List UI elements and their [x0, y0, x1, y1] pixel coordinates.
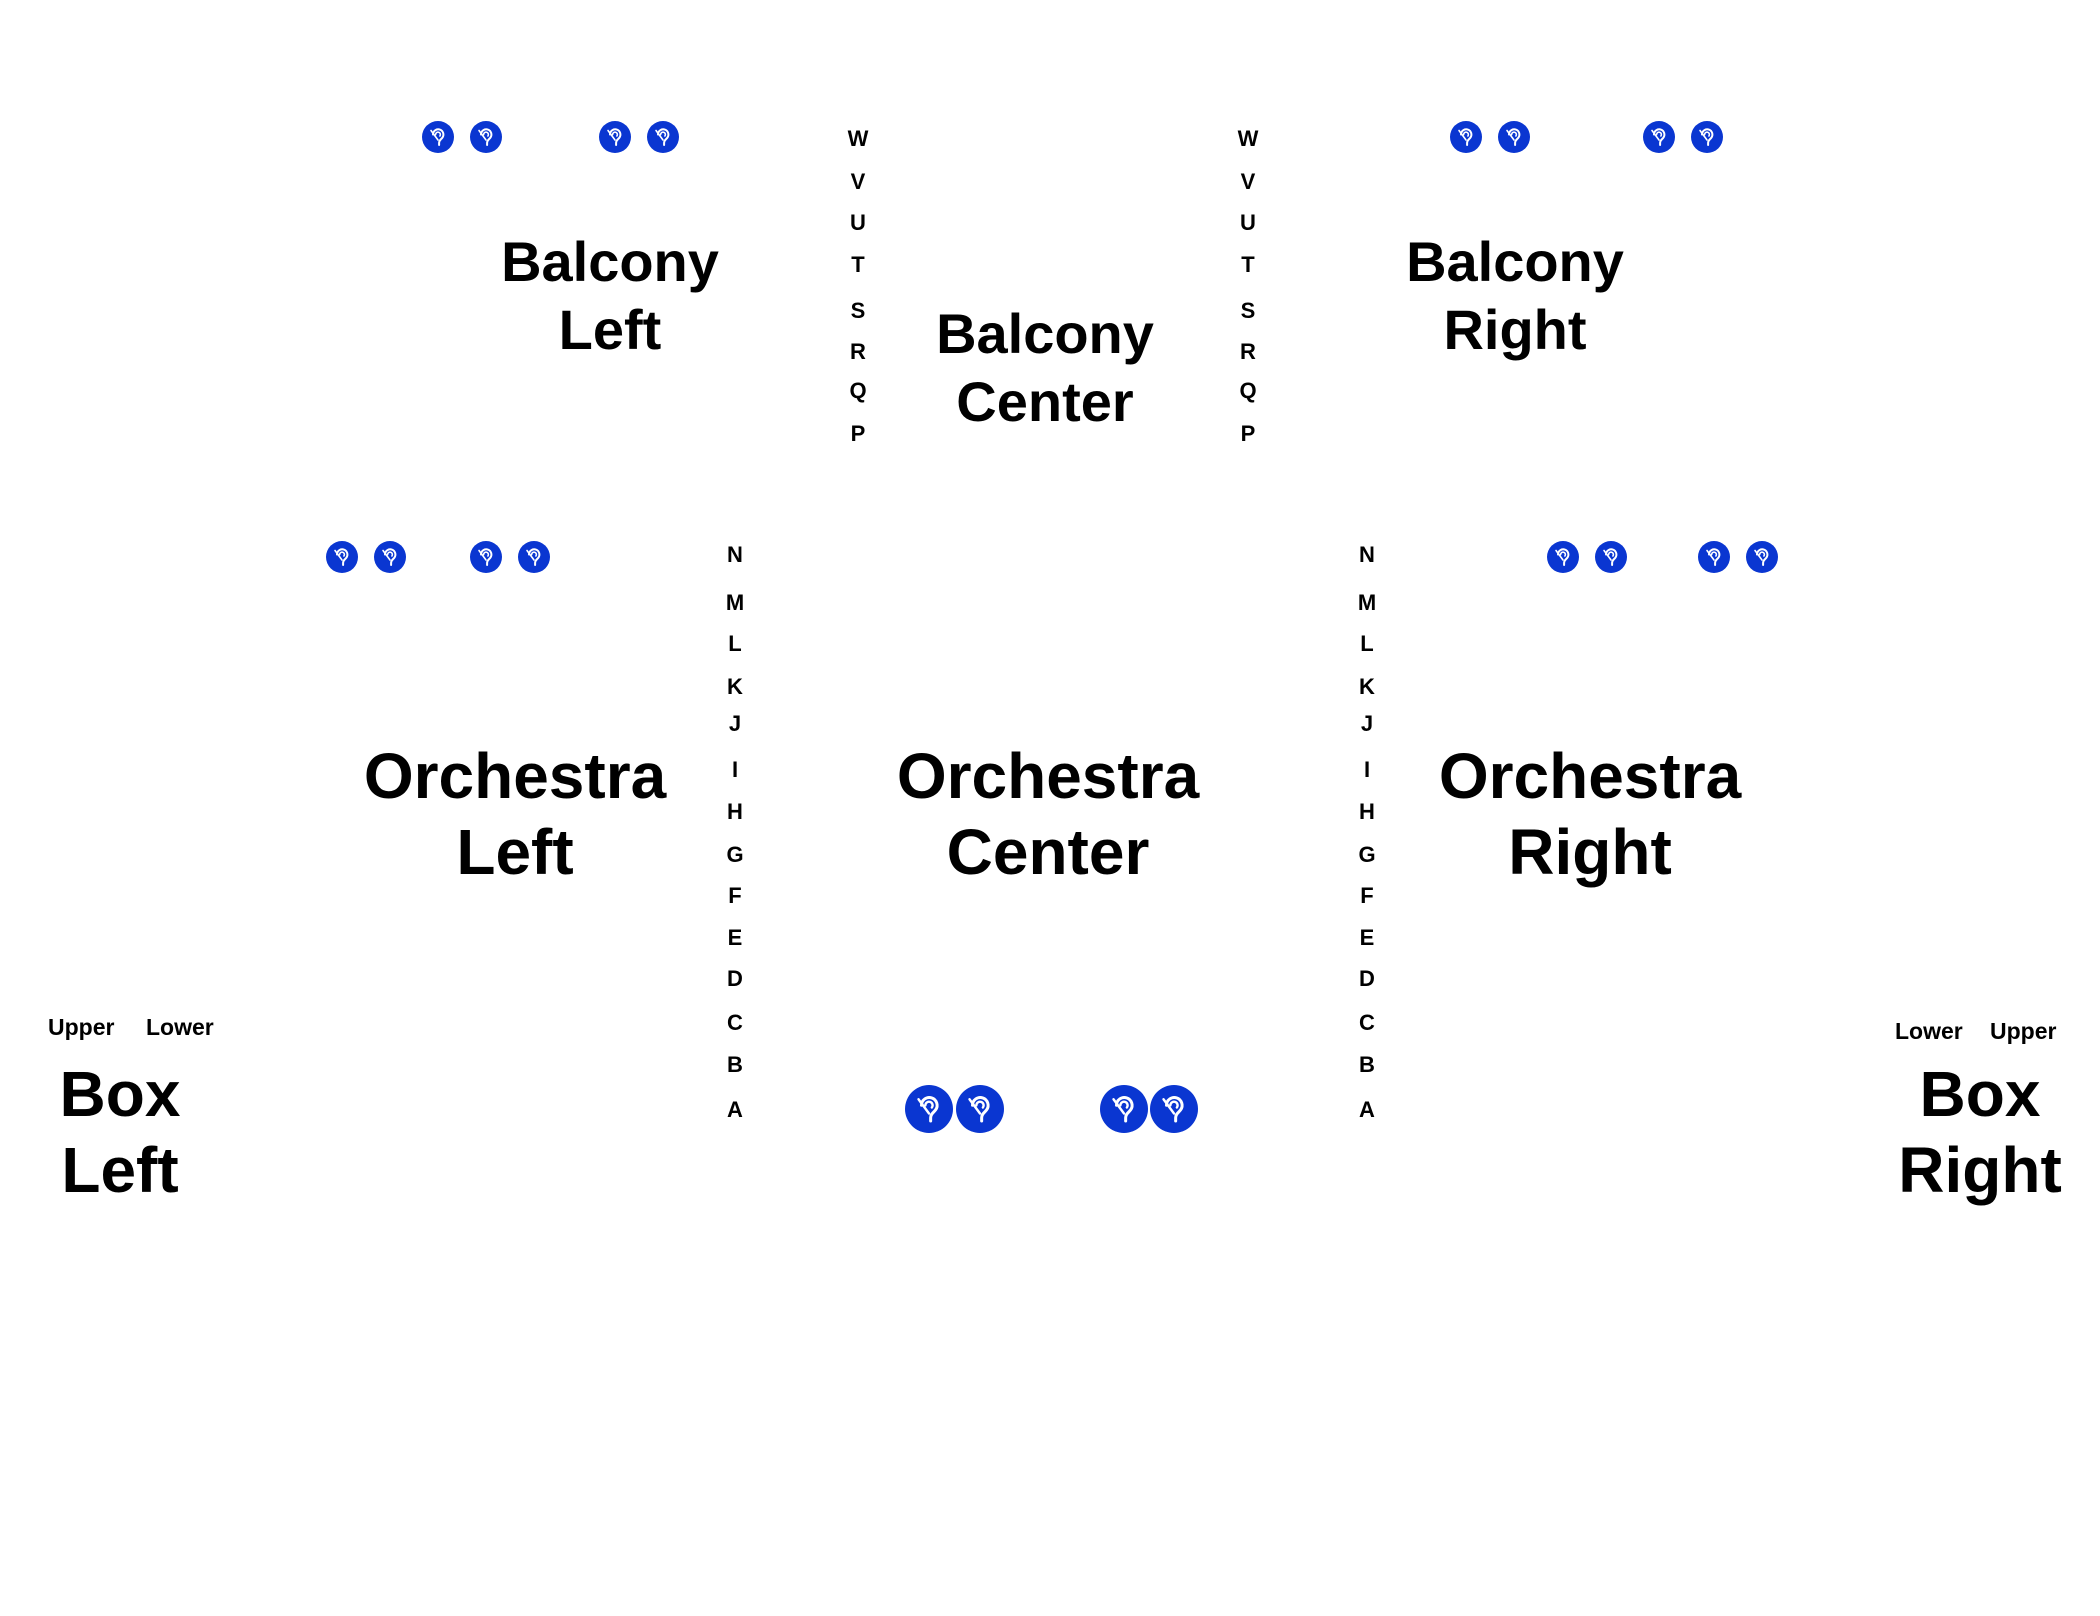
hearing-assist-icon	[470, 541, 502, 573]
hearing-assist-icon	[1450, 121, 1482, 153]
hearing-assist-icon	[905, 1085, 953, 1133]
section-box-right[interactable]: Box Right	[1890, 1056, 2070, 1208]
row-label-t: T	[1241, 252, 1255, 277]
hearing-assist-icon	[518, 541, 550, 573]
box-right-lower-label: Lower	[1895, 1018, 1963, 1044]
row-label-b: B	[727, 1052, 743, 1077]
hearing-assist-icon	[326, 541, 358, 573]
row-label-p: P	[1240, 421, 1256, 446]
row-label-l: L	[1360, 631, 1374, 656]
row-label-k: K	[727, 674, 743, 699]
row-label-r: R	[850, 339, 866, 364]
row-label-e: E	[1359, 925, 1375, 950]
hearing-assist-icon	[422, 121, 454, 153]
section-orchestra-right[interactable]: Orchestra Right	[1435, 738, 1745, 890]
row-label-n: N	[1359, 542, 1375, 567]
hearing-assist-icon	[1698, 541, 1730, 573]
row-label-h: H	[727, 799, 743, 824]
row-label-d: D	[727, 966, 743, 991]
hearing-assist-icon	[1595, 541, 1627, 573]
hearing-assist-icon	[599, 121, 631, 153]
section-name: Right	[1443, 298, 1587, 361]
section-name: Box	[1919, 1058, 2041, 1130]
row-label-a: A	[1359, 1097, 1375, 1122]
row-label-u: U	[850, 210, 866, 235]
row-label-m: M	[725, 590, 745, 615]
row-label-b: B	[1359, 1052, 1375, 1077]
hearing-assist-icon	[1691, 121, 1723, 153]
row-label-s: S	[1240, 298, 1256, 323]
row-label-u: U	[1240, 210, 1256, 235]
hearing-assist-icon	[374, 541, 406, 573]
section-name: Left	[61, 1134, 179, 1206]
row-label-s: S	[850, 298, 866, 323]
row-label-h: H	[1359, 799, 1375, 824]
row-label-q: Q	[849, 378, 867, 403]
section-balcony-left[interactable]: Balcony Left	[500, 228, 720, 364]
hearing-assist-icon	[1150, 1085, 1198, 1133]
section-name: Right	[1508, 816, 1672, 888]
section-box-left[interactable]: Box Left	[30, 1056, 210, 1208]
row-label-a: A	[727, 1097, 743, 1122]
row-label-i: I	[731, 757, 739, 782]
row-label-f: F	[1360, 883, 1374, 908]
box-left-upper-label: Upper	[48, 1014, 115, 1040]
section-orchestra-left[interactable]: Orchestra Left	[360, 738, 670, 890]
row-label-j: J	[1360, 711, 1374, 736]
row-label-e: E	[727, 925, 743, 950]
section-name: Right	[1898, 1134, 2062, 1206]
hearing-assist-icon	[1643, 121, 1675, 153]
row-label-t: T	[851, 252, 865, 277]
section-name: Balcony	[501, 230, 719, 293]
section-balcony-right[interactable]: Balcony Right	[1405, 228, 1625, 364]
row-label-i: I	[1363, 757, 1371, 782]
row-label-r: R	[1240, 339, 1256, 364]
section-balcony-center[interactable]: Balcony Center	[935, 300, 1155, 436]
row-label-v: V	[850, 169, 866, 194]
row-label-g: G	[1358, 842, 1376, 867]
section-name: Balcony	[1406, 230, 1624, 293]
row-label-p: P	[850, 421, 866, 446]
section-orchestra-center[interactable]: Orchestra Center	[893, 738, 1203, 890]
row-label-c: C	[727, 1010, 743, 1035]
row-label-m: M	[1357, 590, 1377, 615]
hearing-assist-icon	[647, 121, 679, 153]
section-name: Left	[558, 298, 662, 361]
hearing-assist-icon	[1746, 541, 1778, 573]
row-label-w: W	[1237, 126, 1259, 151]
box-right-upper-label: Upper	[1990, 1018, 2057, 1044]
box-left-lower-label: Lower	[146, 1014, 214, 1040]
section-name: Orchestra	[896, 740, 1200, 812]
row-label-k: K	[1359, 674, 1375, 699]
row-label-d: D	[1359, 966, 1375, 991]
hearing-assist-icon	[470, 121, 502, 153]
section-name: Orchestra	[1438, 740, 1742, 812]
hearing-assist-icon	[1100, 1085, 1148, 1133]
row-label-g: G	[726, 842, 744, 867]
row-label-n: N	[727, 542, 743, 567]
section-name: Left	[456, 816, 574, 888]
row-label-v: V	[1240, 169, 1256, 194]
section-name: Orchestra	[363, 740, 667, 812]
row-label-j: J	[728, 711, 742, 736]
section-name: Center	[946, 816, 1150, 888]
section-name: Balcony	[936, 302, 1154, 365]
hearing-assist-icon	[956, 1085, 1004, 1133]
row-label-l: L	[728, 631, 742, 656]
section-name: Box	[59, 1058, 181, 1130]
row-label-f: F	[728, 883, 742, 908]
row-label-c: C	[1359, 1010, 1375, 1035]
hearing-assist-icon	[1547, 541, 1579, 573]
row-label-q: Q	[1239, 378, 1257, 403]
row-label-w: W	[847, 126, 869, 151]
section-name: Center	[956, 370, 1134, 433]
hearing-assist-icon	[1498, 121, 1530, 153]
